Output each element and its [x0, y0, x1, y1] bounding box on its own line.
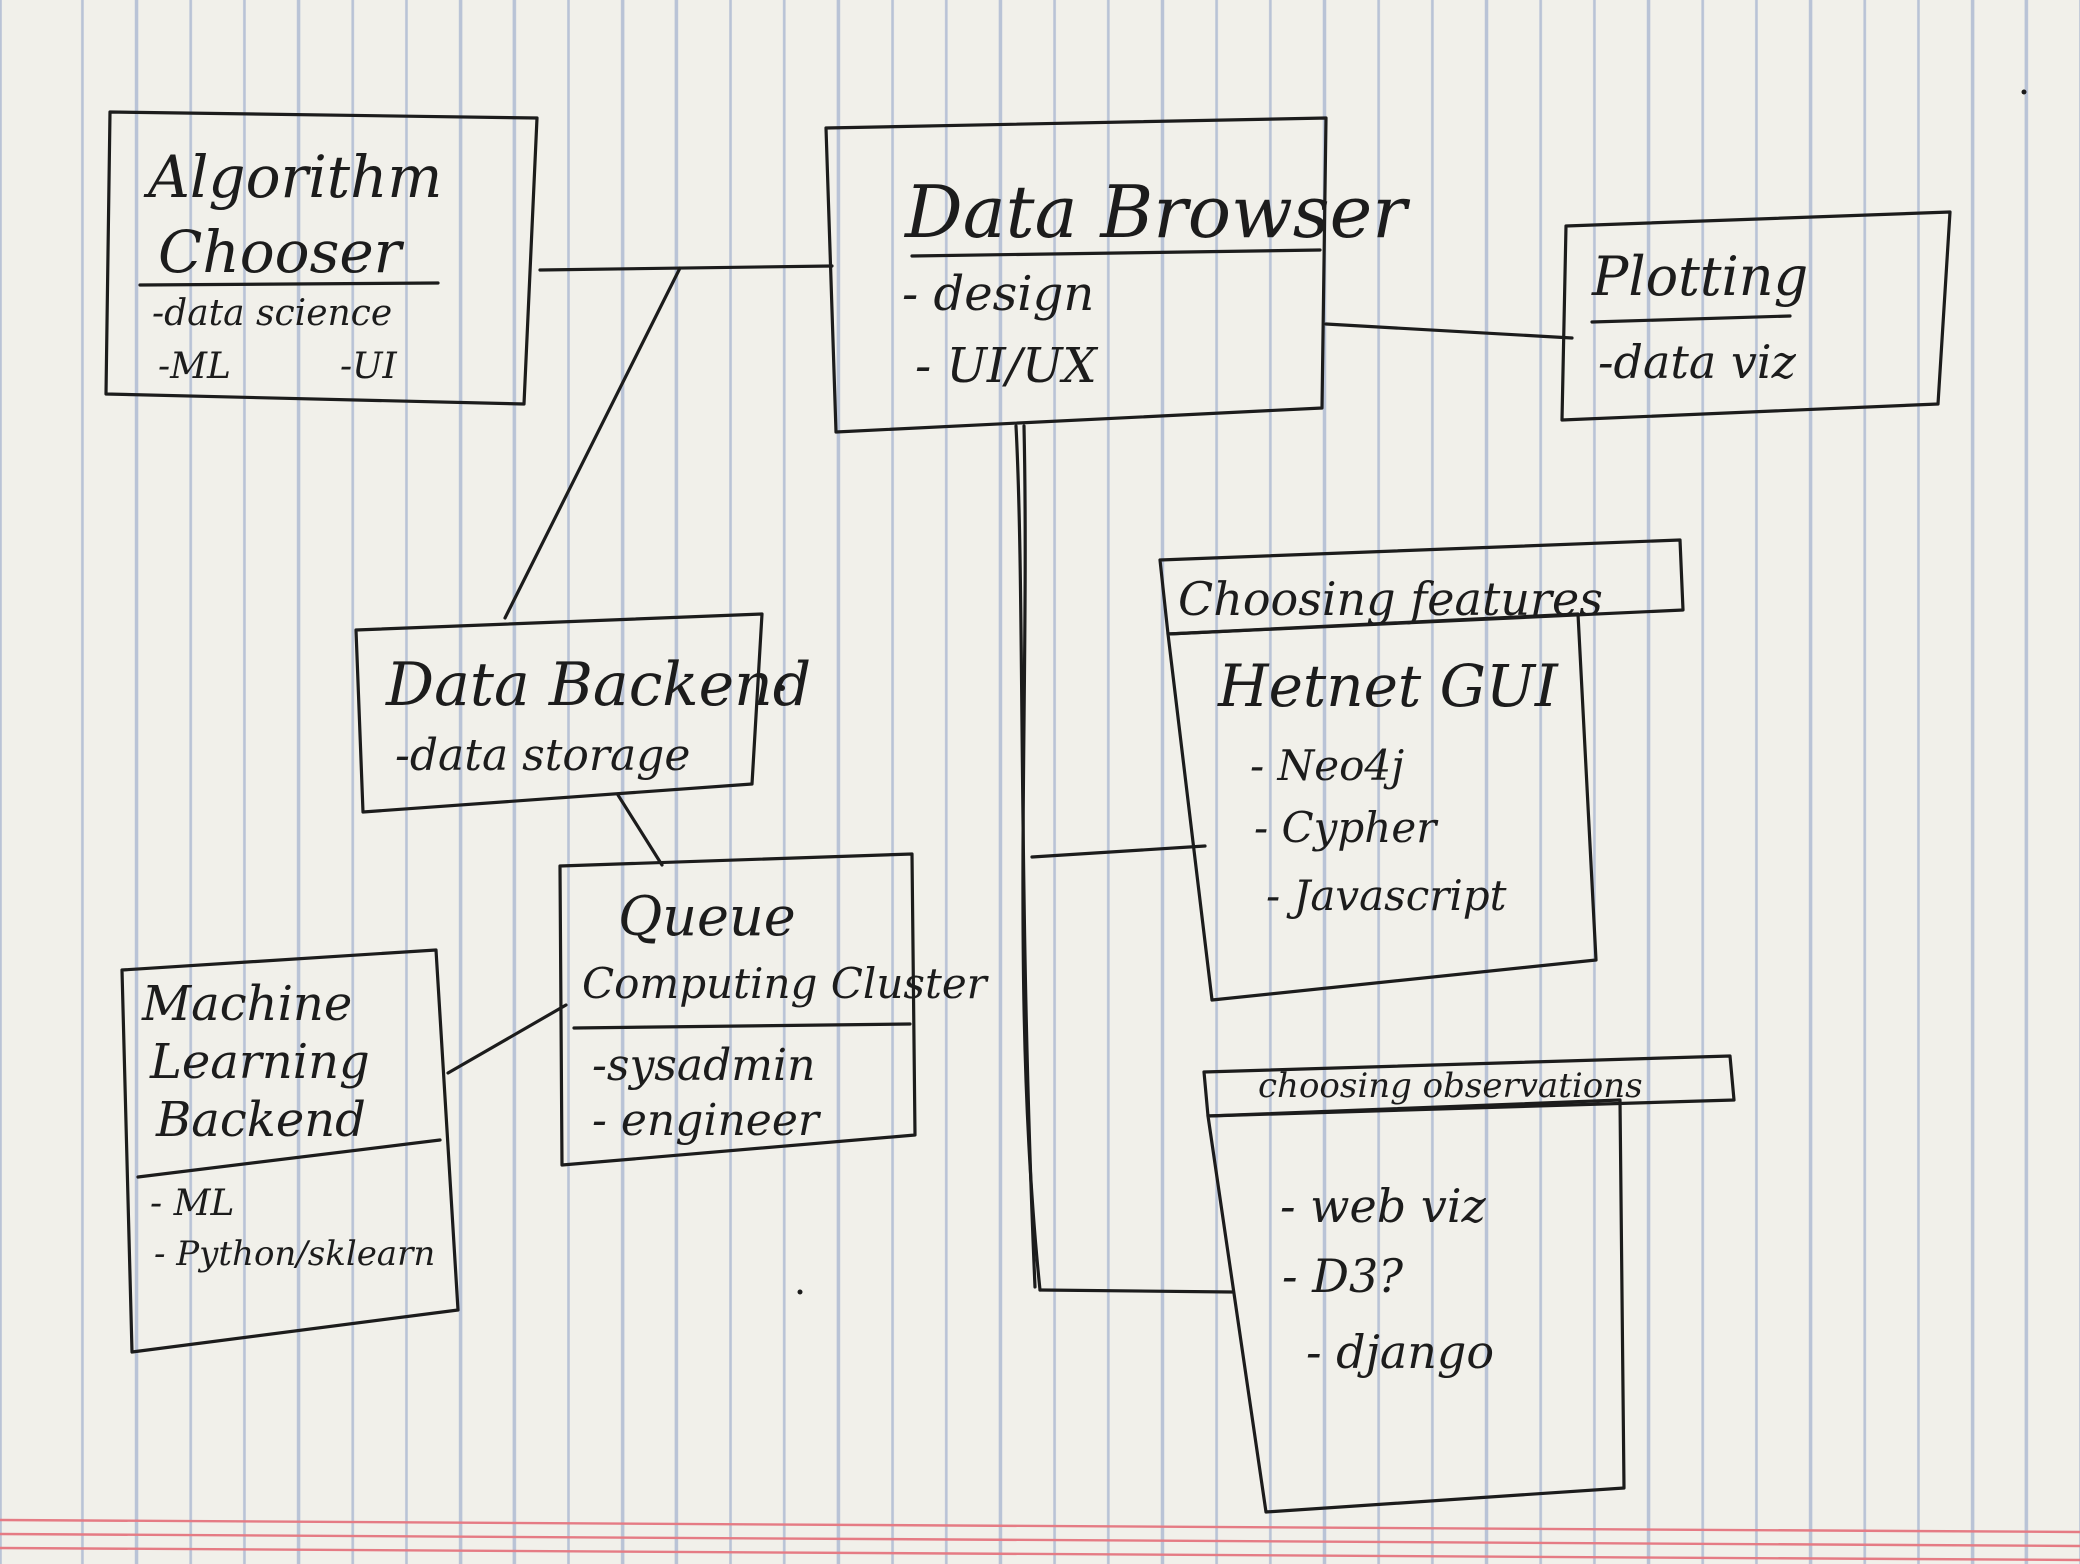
algorithm-chooser-title-1: Algorithm — [143, 143, 442, 211]
node-data-browser: Data Browser - design - UI/UX — [824, 116, 1410, 434]
queue-subtitle: Computing Cluster — [582, 959, 990, 1008]
hetnet-gui-title: Hetnet GUI — [1217, 652, 1559, 720]
hetnet-item-3: - Javascript — [1266, 871, 1507, 920]
queue-item-2: - engineer — [592, 1095, 822, 1146]
data-browser-item-2: - UI/UX — [915, 338, 1099, 394]
node-queue-cluster: Queue Computing Cluster -sysadmin - engi… — [558, 852, 990, 1167]
queue-item-1: -sysadmin — [592, 1040, 815, 1091]
data-backend-item-1: -data storage — [395, 730, 690, 781]
data-backend-title: Data Backend — [385, 650, 811, 720]
edge-backend-to-queue — [616, 793, 664, 867]
node-data-backend: Data Backend -data storage — [354, 612, 811, 814]
connectors — [446, 264, 1574, 1294]
node-algorithm-chooser: Algorithm Chooser -data science -ML -UI — [104, 110, 539, 406]
edge-trunk-to-hetnet — [1030, 844, 1207, 859]
plotting-item-1: -data viz — [1598, 335, 1797, 389]
algorithm-chooser-item-1: -data science — [152, 293, 392, 334]
edge-algorithm-to-browser — [538, 264, 834, 272]
choosing-features-label: Choosing features — [1178, 572, 1603, 626]
data-browser-item-1: - design — [902, 266, 1094, 322]
algorithm-chooser-title-2: Chooser — [158, 218, 405, 286]
queue-title: Queue — [618, 885, 796, 948]
edge-trunk-to-observations — [1038, 1288, 1234, 1294]
data-browser-title: Data Browser — [903, 170, 1410, 254]
ml-backend-title-1: Machine — [141, 976, 352, 1032]
edge-browser-to-plotting — [1324, 322, 1574, 340]
node-plotting: Plotting -data viz — [1560, 210, 1952, 422]
observations-item-2: - D3? — [1282, 1249, 1403, 1303]
red-margin-lines — [0, 1518, 2080, 1562]
plotting-title: Plotting — [1591, 245, 1808, 308]
ml-backend-title-3: Backend — [155, 1092, 366, 1148]
node-ml-backend: Machine Learning Backend - ML - Python/s… — [120, 948, 460, 1354]
algorithm-chooser-item-2: -ML — [158, 346, 231, 387]
algorithm-chooser-item-3: -UI — [340, 346, 398, 387]
edge-backend-to-browser — [503, 266, 682, 620]
stray-ink-dots — [779, 89, 2027, 1295]
ml-backend-item-2: - Python/sklearn — [154, 1234, 435, 1274]
hetnet-item-1: - Neo4j — [1250, 741, 1404, 790]
ml-backend-title-2: Learning — [149, 1034, 370, 1090]
observations-item-1: - web viz — [1280, 1179, 1487, 1233]
choosing-observations-label: choosing observations — [1258, 1066, 1643, 1106]
node-choosing-features: Choosing features Hetnet GUI - Neo4j - C… — [1158, 538, 1685, 1002]
edge-ml-to-queue — [446, 1003, 568, 1075]
ml-backend-item-1: - ML — [150, 1183, 234, 1224]
node-choosing-observations: choosing observations - web viz - D3? - … — [1202, 1054, 1736, 1514]
hetnet-item-2: - Cypher — [1254, 803, 1439, 852]
edge-browser-trunk-b — [1021, 424, 1042, 1292]
observations-item-3: - django — [1306, 1325, 1494, 1379]
